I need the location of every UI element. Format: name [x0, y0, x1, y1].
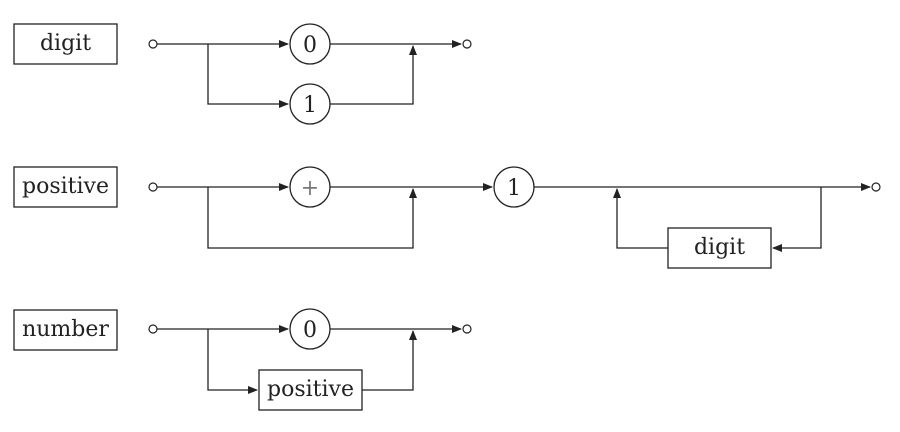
- rule-positive: positive + 1 digit: [13, 166, 881, 269]
- exit-terminal: [462, 39, 472, 49]
- rule-number: number 0 positive: [13, 308, 472, 411]
- merge-line: [330, 45, 417, 105]
- loop-return-line: [613, 188, 668, 249]
- rule-name-label: positive: [22, 174, 109, 199]
- rule-name-box: [13, 166, 118, 208]
- bypass-line: [207, 187, 417, 249]
- rule-name-box: [13, 309, 118, 351]
- entry-terminal: [148, 182, 158, 192]
- terminal-node-label: 1: [507, 176, 521, 201]
- terminal-node-label: 0: [303, 33, 317, 58]
- branch-line: [207, 329, 258, 394]
- nonterminal-box: [258, 369, 363, 411]
- terminal-node-label: +: [301, 176, 319, 201]
- rule-name-label: number: [22, 317, 109, 342]
- entry-terminal: [148, 324, 158, 334]
- terminal-node-label: 1: [303, 93, 317, 118]
- entry-terminal: [148, 39, 158, 49]
- merge-line: [362, 330, 417, 391]
- nonterminal-label: positive: [267, 377, 354, 402]
- rule-name-label: digit: [40, 31, 91, 56]
- terminal-node-label: 0: [303, 318, 317, 343]
- rule-name-box: [13, 23, 118, 65]
- loop-line: [772, 187, 822, 252]
- rule-digit: digit 0 1: [13, 23, 472, 125]
- exit-terminal: [462, 324, 472, 334]
- nonterminal-box: [667, 227, 772, 269]
- branch-line: [207, 44, 289, 108]
- exit-terminal: [871, 182, 881, 192]
- nonterminal-label: digit: [694, 235, 745, 260]
